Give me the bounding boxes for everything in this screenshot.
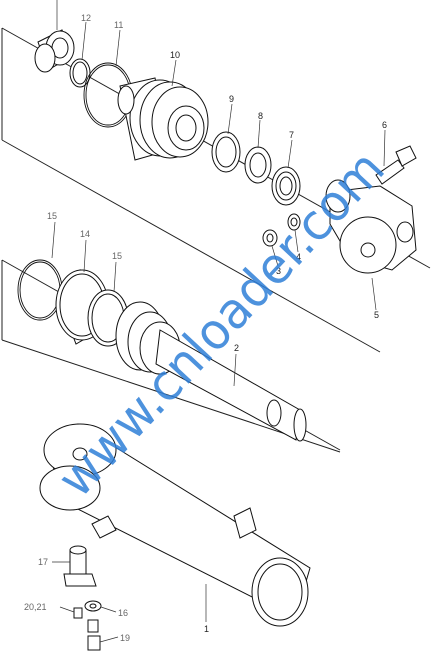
callout-2: 2 <box>234 343 239 353</box>
part-16-washer <box>84 600 102 612</box>
part-12-ring <box>69 58 91 88</box>
callout-labels: 12 11 10 9 8 7 6 3 4 5 15 14 15 2 1 17 1… <box>24 13 387 643</box>
callout-8: 8 <box>258 111 263 121</box>
callout-12: 12 <box>81 13 91 23</box>
part-7-bearing <box>271 166 301 206</box>
callout-16: 16 <box>118 608 128 618</box>
callout-10: 10 <box>170 50 180 60</box>
part-3-nut <box>262 229 278 247</box>
callout-17: 17 <box>38 557 48 567</box>
callout-4: 4 <box>296 252 301 262</box>
callout-15-right: 15 <box>112 251 122 261</box>
callout-15-left: 15 <box>47 211 57 221</box>
callout-9: 9 <box>229 94 234 104</box>
part-19-bolt <box>87 635 101 651</box>
part-2-piston-rod <box>115 301 307 442</box>
part-4-washer <box>287 213 301 231</box>
part-9-seal <box>211 131 241 173</box>
part-10-piston <box>117 77 209 161</box>
callout-11: 11 <box>114 20 123 30</box>
callout-6: 6 <box>382 120 387 130</box>
callout-7: 7 <box>289 130 294 140</box>
callout-20-21: 20,21 <box>24 602 47 612</box>
callout-14: 14 <box>80 229 90 239</box>
callout-3: 3 <box>276 266 281 276</box>
callout-19: 19 <box>120 633 130 643</box>
part-5-rod-end <box>325 179 417 274</box>
callout-1: 1 <box>204 624 209 634</box>
callout-5: 5 <box>374 310 379 320</box>
part-6-bolt <box>375 145 417 185</box>
part-1-cylinder-barrel <box>39 423 311 627</box>
part-17-port <box>63 545 97 587</box>
leader-lines <box>51 0 386 643</box>
part-20-21-screws <box>73 607 99 633</box>
part-8-ring <box>244 146 272 184</box>
part-13-bushing <box>34 29 75 73</box>
